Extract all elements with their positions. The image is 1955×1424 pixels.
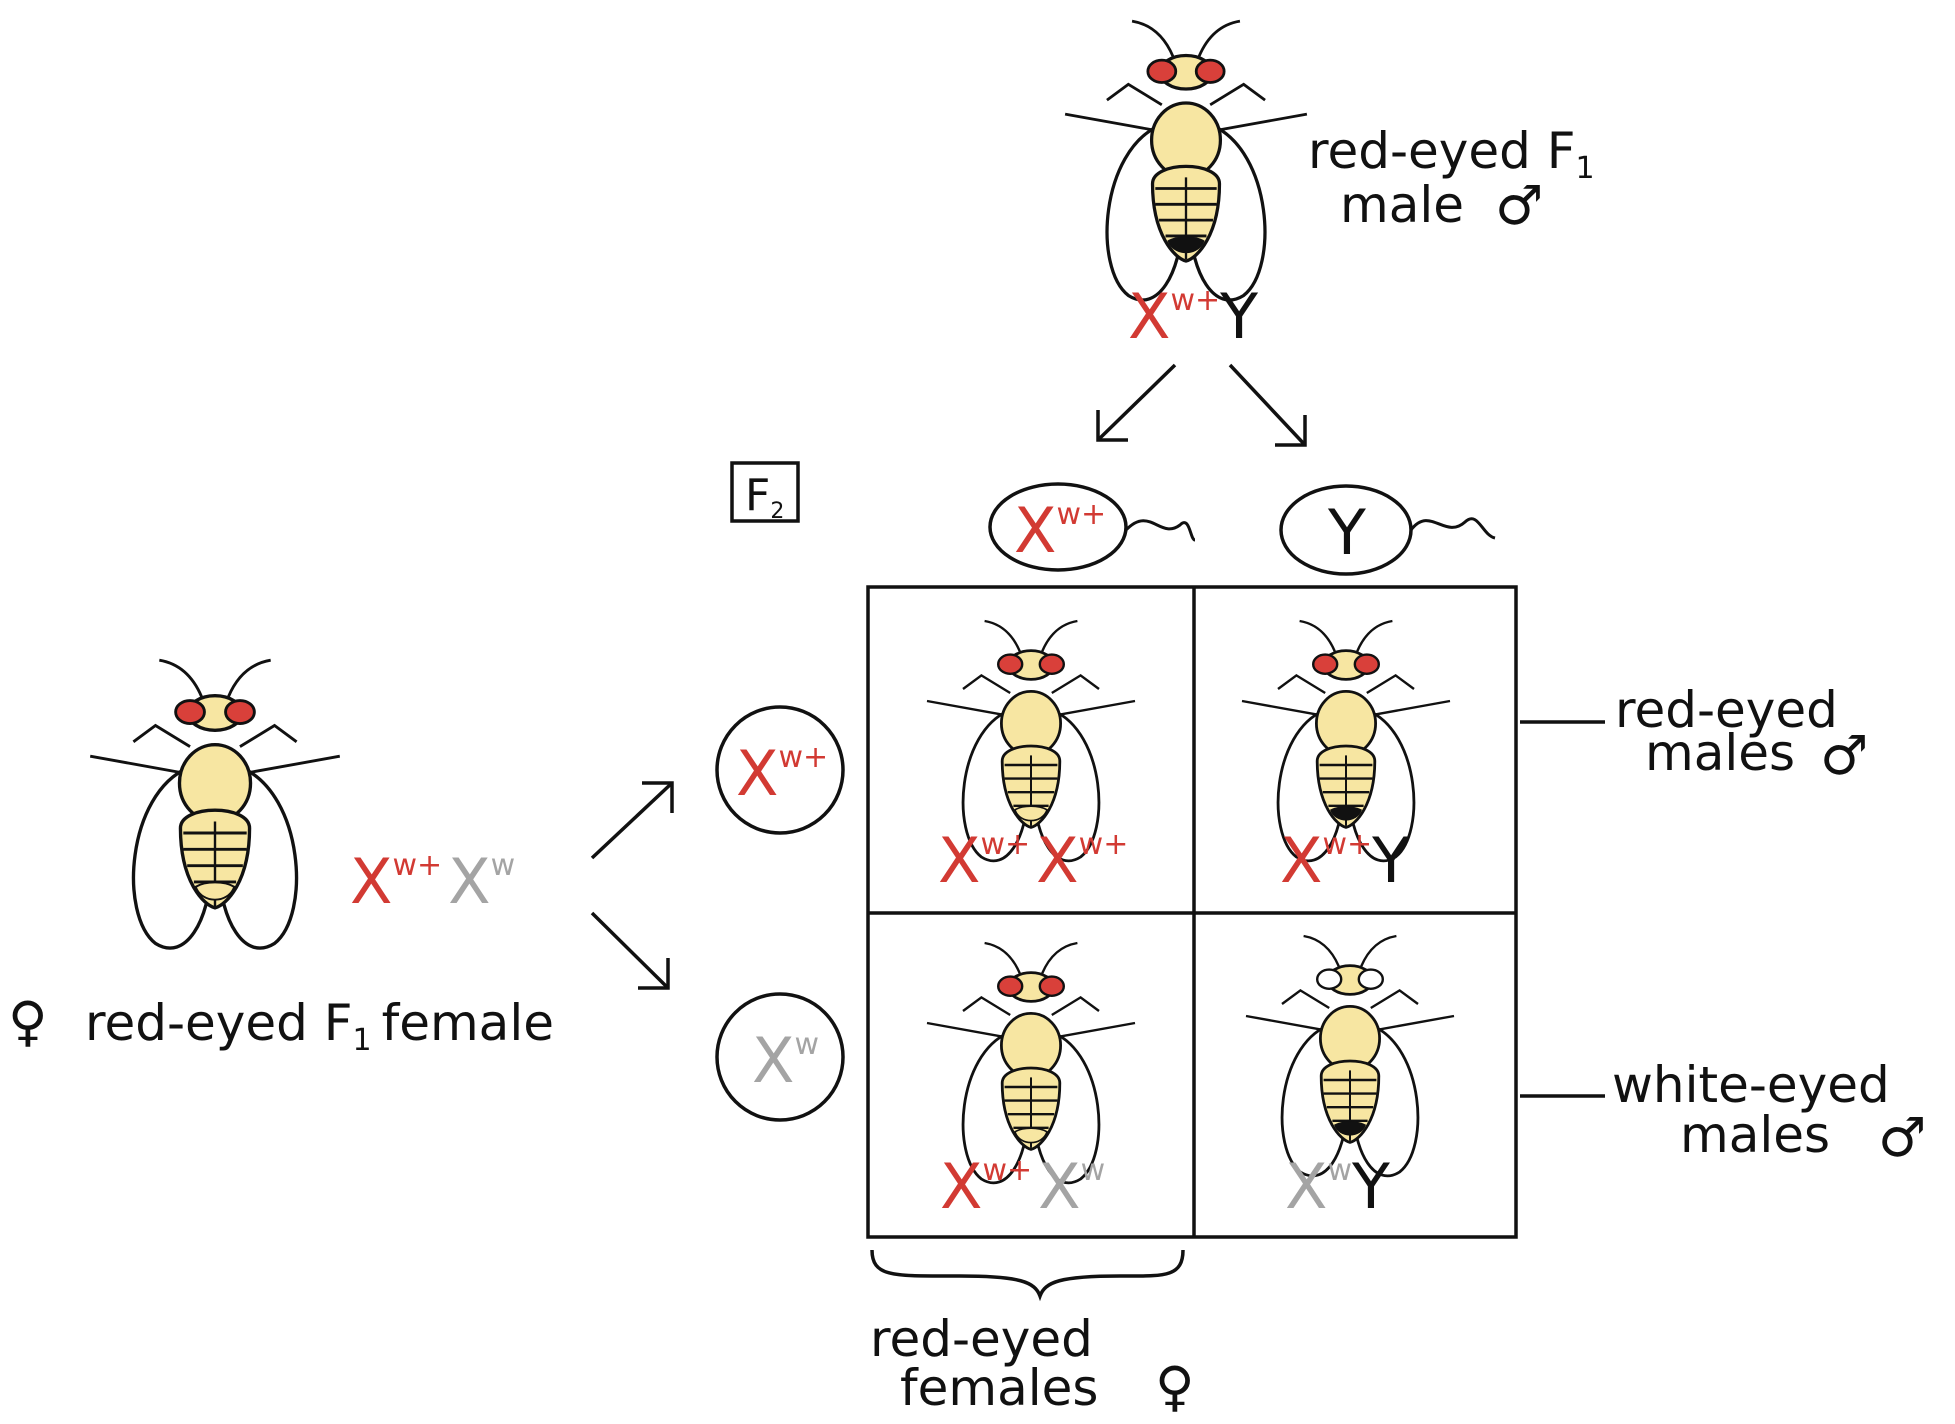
arrow-to-egg-x-mutant <box>590 911 670 990</box>
white-males-label-line1: white-eyed <box>1612 1056 1890 1114</box>
svg-text:Xw+: Xw+ <box>1014 494 1106 567</box>
punnett-cell-2-fly <box>1240 619 1452 863</box>
mother-label: red-eyed F <box>85 994 353 1052</box>
punnett-cell-2-genotype: Xw+Y <box>1280 824 1410 897</box>
female-symbol-icon: ♀ <box>8 990 48 1053</box>
father-label-line1: red-eyed F <box>1308 122 1576 180</box>
red-females-label-line1: red-eyed <box>870 1310 1093 1368</box>
male-symbol-icon: ♂ <box>1495 174 1543 237</box>
egg-x-wild-gamete: Xw+ <box>715 705 845 835</box>
mother-genotype: Xw+Xw <box>350 845 515 918</box>
arrow-to-sperm-x <box>1096 363 1177 442</box>
punnett-cell-3-fly <box>925 941 1137 1185</box>
mother-fly <box>88 658 342 950</box>
svg-text:Xw: Xw <box>752 1024 819 1097</box>
red-males-label-line2: males <box>1645 724 1795 782</box>
generation-label: F2 <box>745 470 784 524</box>
red-males-symbol-icon: ♂ <box>1820 724 1868 787</box>
female-cells-brace <box>870 1249 1185 1302</box>
generation-box <box>730 461 800 523</box>
punnett-square <box>866 585 1518 1239</box>
sperm-y-gamete: Y <box>1279 484 1496 576</box>
red-females-symbol-icon: ♀ <box>1155 1355 1195 1418</box>
svg-text:Y: Y <box>1327 496 1366 569</box>
punnett-cell-3-genotype: Xw+Xw <box>940 1150 1105 1223</box>
arrow-to-sperm-y <box>1228 363 1307 447</box>
red-males-label-line1: red-eyed <box>1615 681 1838 739</box>
red-females-label-line2: females <box>900 1359 1098 1417</box>
svg-text:red-eyed F1: red-eyed F1 <box>1308 122 1595 186</box>
father-label-sub: 1 <box>1576 151 1595 186</box>
white-males-symbol-icon: ♂ <box>1878 1106 1926 1169</box>
sperm-x-gamete: Xw+ <box>988 482 1196 572</box>
punnett-cell-4-fly <box>1244 934 1456 1178</box>
egg-x-mutant-gamete: Xw <box>715 992 845 1122</box>
punnett-cell-4-genotype: XwY <box>1285 1150 1390 1223</box>
svg-text:Xw+: Xw+ <box>736 737 828 810</box>
father-genotype: Xw+Y <box>1128 280 1258 353</box>
white-males-label-line2: males <box>1680 1106 1830 1164</box>
arrow-to-egg-x-wild <box>590 781 674 860</box>
father-label-line2: male <box>1340 176 1464 234</box>
father-fly <box>1063 19 1309 302</box>
punnett-cell-1-genotype: Xw+Xw+ <box>938 824 1128 897</box>
